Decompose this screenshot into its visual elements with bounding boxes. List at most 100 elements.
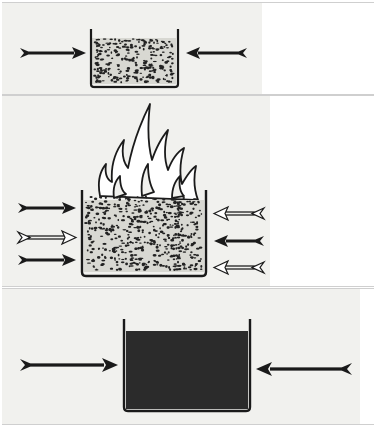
granule — [142, 229, 144, 231]
granule — [157, 201, 160, 203]
granule — [171, 63, 173, 65]
granule — [127, 234, 129, 236]
granule — [187, 243, 189, 246]
granule — [149, 70, 152, 72]
granule — [142, 45, 146, 47]
granule — [143, 221, 147, 222]
granule — [184, 266, 186, 268]
granule — [166, 47, 169, 48]
granule — [146, 77, 149, 78]
granule — [97, 45, 100, 47]
granule — [141, 39, 145, 41]
granule — [118, 39, 120, 42]
granule — [171, 247, 173, 249]
granule — [174, 226, 176, 229]
granule — [164, 251, 166, 253]
granule — [118, 208, 122, 210]
granule — [139, 262, 141, 263]
granule — [176, 255, 179, 256]
granule — [127, 52, 130, 53]
granule — [186, 211, 188, 213]
granule — [116, 261, 119, 263]
granule — [152, 67, 154, 69]
granule — [149, 221, 151, 223]
granule — [149, 76, 152, 79]
granule — [94, 41, 97, 43]
granule — [167, 57, 171, 59]
granule — [117, 226, 119, 229]
granule — [113, 76, 117, 79]
granule — [130, 46, 134, 49]
granule — [140, 73, 143, 74]
granule — [180, 208, 183, 210]
granule — [177, 223, 179, 225]
granule — [94, 227, 98, 229]
granule — [166, 253, 168, 254]
granule — [175, 247, 177, 250]
granule — [96, 64, 99, 66]
granule — [157, 207, 161, 210]
granule — [156, 261, 159, 263]
granule — [169, 268, 171, 271]
granule — [135, 62, 137, 64]
granule — [115, 237, 118, 239]
granule — [187, 224, 189, 226]
granule — [170, 216, 173, 218]
granule — [170, 81, 172, 83]
granule — [195, 226, 198, 228]
granule — [181, 224, 183, 226]
granule — [124, 196, 126, 197]
granule — [91, 208, 94, 211]
granule — [139, 247, 143, 249]
granule — [194, 268, 198, 270]
granule — [120, 249, 123, 251]
granule — [134, 77, 138, 80]
granule — [121, 259, 124, 260]
granule — [136, 80, 138, 83]
granule — [105, 43, 109, 44]
granule — [158, 255, 161, 257]
liquid-fill — [126, 331, 248, 409]
granule — [140, 237, 142, 239]
granule — [118, 235, 121, 237]
granule — [163, 78, 165, 80]
granule — [105, 232, 108, 235]
granule — [97, 39, 100, 41]
granule — [94, 230, 96, 232]
granule — [103, 228, 105, 230]
granule — [164, 240, 167, 242]
granule — [137, 226, 141, 228]
granule — [142, 77, 144, 78]
granule — [159, 264, 162, 267]
granule — [162, 265, 165, 267]
granule — [156, 250, 160, 252]
granule — [104, 248, 107, 251]
granule — [117, 64, 120, 65]
granule — [93, 75, 96, 77]
granule — [174, 237, 176, 238]
granule — [170, 244, 173, 247]
granule — [153, 226, 155, 228]
granule — [90, 251, 93, 253]
granule — [116, 79, 119, 81]
granule — [134, 45, 137, 47]
granule — [190, 212, 194, 214]
granule — [114, 49, 117, 52]
granule — [193, 257, 196, 258]
granule — [106, 55, 110, 57]
granule — [117, 53, 120, 56]
granule — [102, 44, 105, 46]
granule — [119, 71, 122, 72]
granule — [99, 50, 102, 52]
granule — [137, 237, 139, 239]
granule — [87, 230, 89, 232]
granule — [129, 251, 133, 253]
granule — [176, 226, 180, 229]
granule — [164, 69, 166, 71]
granule — [132, 38, 135, 39]
granule — [162, 59, 164, 61]
granule — [200, 268, 202, 270]
granule — [177, 237, 180, 239]
panel-granular-solid — [2, 2, 374, 95]
granule — [126, 211, 128, 213]
